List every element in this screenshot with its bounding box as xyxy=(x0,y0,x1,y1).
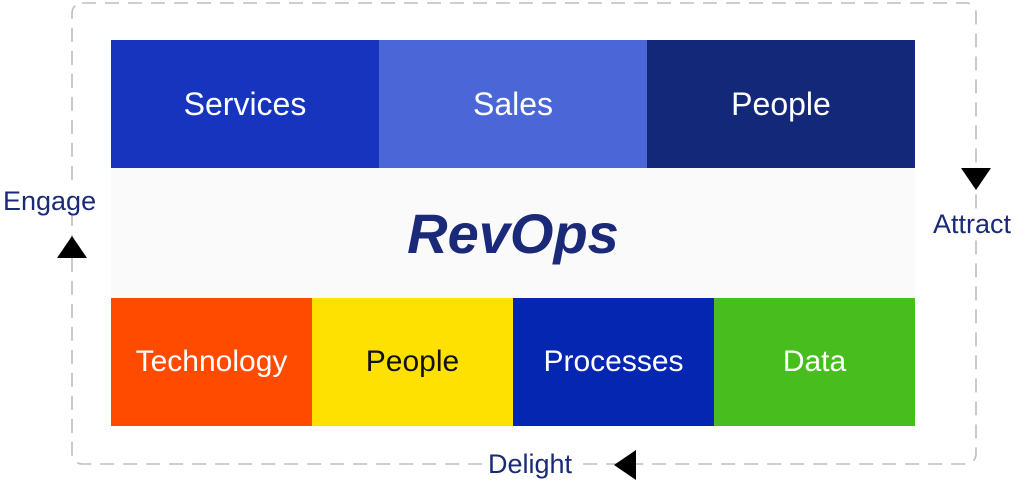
bottom-cell-technology-label: Technology xyxy=(135,345,288,378)
bottom-cell-processes-label: Processes xyxy=(543,345,684,378)
bottom-cell-people: People xyxy=(312,298,513,426)
bottom-cell-data: Data xyxy=(714,298,915,426)
top-cell-sales-label: Sales xyxy=(472,85,554,122)
arrow-left-icon xyxy=(614,450,636,480)
stage-label-engage: Engage xyxy=(1,186,99,216)
center-title: RevOps xyxy=(407,201,619,265)
stage-label-delight: Delight xyxy=(484,451,577,478)
bottom-cell-technology: Technology xyxy=(111,298,312,426)
top-cell-services-label: Services xyxy=(183,85,307,122)
arrow-down-icon xyxy=(961,168,991,190)
bottom-cell-people-label: People xyxy=(365,345,460,378)
arrow-up-icon xyxy=(57,236,87,258)
top-cell-sales: Sales xyxy=(379,40,647,168)
top-cell-people-label: People xyxy=(731,85,831,122)
top-cell-people: People xyxy=(647,40,915,168)
center-band: RevOps xyxy=(111,168,915,298)
top-cell-services: Services xyxy=(111,40,379,168)
bottom-cell-processes: Processes xyxy=(513,298,714,426)
stage-label-attract: Attract xyxy=(933,209,1012,240)
bottom-cell-data-label: Data xyxy=(782,345,847,378)
